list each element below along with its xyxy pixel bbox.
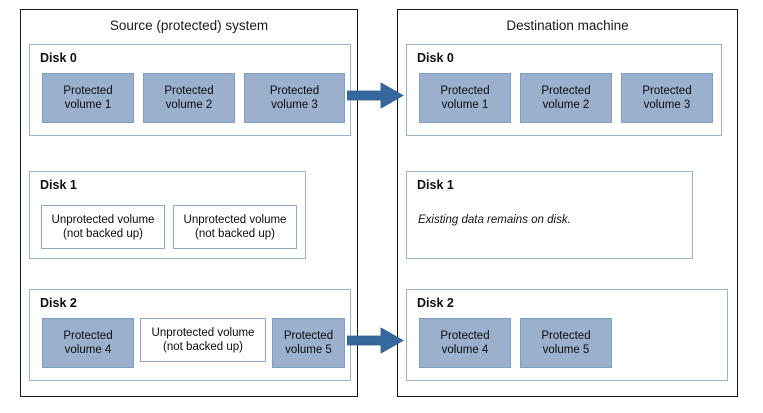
destination-panel-title: Destination machine bbox=[506, 18, 629, 33]
destination-disk-2-volume-2: Protected volume 5 bbox=[520, 318, 612, 368]
source-disk-0-label: Disk 0 bbox=[40, 51, 77, 65]
source-disk-0-volume-3: Protected volume 3 bbox=[244, 73, 345, 123]
destination-disk-0: Disk 0 Protected volume 1 Protected volu… bbox=[406, 44, 722, 136]
replication-arrow-disk2-icon bbox=[347, 327, 404, 354]
source-disk-2-volume-1: Protected volume 4 bbox=[42, 318, 134, 368]
destination-disk-2-label: Disk 2 bbox=[417, 296, 454, 310]
source-disk-1-volume-1: Unprotected volume (not backed up) bbox=[41, 205, 165, 249]
destination-disk-0-volume-2: Protected volume 2 bbox=[520, 73, 612, 123]
destination-disk-0-label: Disk 0 bbox=[417, 51, 454, 65]
destination-disk-2: Disk 2 Protected volume 4 Protected volu… bbox=[406, 289, 728, 381]
source-disk-1-volume-2: Unprotected volume (not backed up) bbox=[173, 205, 297, 249]
source-disk-2: Disk 2 Protected volume 4 Unprotected vo… bbox=[29, 289, 351, 381]
source-disk-2-volume-2: Unprotected volume (not backed up) bbox=[140, 318, 266, 362]
destination-disk-0-volume-1: Protected volume 1 bbox=[419, 73, 511, 123]
destination-machine-panel: Destination machine Disk 0 Protected vol… bbox=[397, 9, 738, 397]
destination-disk-0-volume-3: Protected volume 3 bbox=[621, 73, 713, 123]
replication-arrow-disk0-icon bbox=[347, 82, 404, 109]
source-disk-0-volume-1: Protected volume 1 bbox=[42, 73, 134, 123]
destination-disk-1-label: Disk 1 bbox=[417, 178, 454, 192]
source-disk-1: Disk 1 Unprotected volume (not backed up… bbox=[29, 171, 306, 259]
source-disk-0-volume-2: Protected volume 2 bbox=[143, 73, 235, 123]
source-panel-title: Source (protected) system bbox=[109, 18, 269, 33]
destination-disk-1-note: Existing data remains on disk. bbox=[418, 214, 571, 226]
source-system-panel: Source (protected) system Disk 0 Protect… bbox=[20, 9, 358, 397]
source-disk-1-label: Disk 1 bbox=[40, 178, 77, 192]
destination-disk-2-volume-1: Protected volume 4 bbox=[419, 318, 511, 368]
source-disk-0: Disk 0 Protected volume 1 Protected volu… bbox=[29, 44, 351, 136]
source-disk-2-label: Disk 2 bbox=[40, 296, 77, 310]
source-disk-2-volume-3: Protected volume 5 bbox=[272, 318, 345, 368]
destination-disk-1: Disk 1 Existing data remains on disk. bbox=[406, 171, 693, 259]
